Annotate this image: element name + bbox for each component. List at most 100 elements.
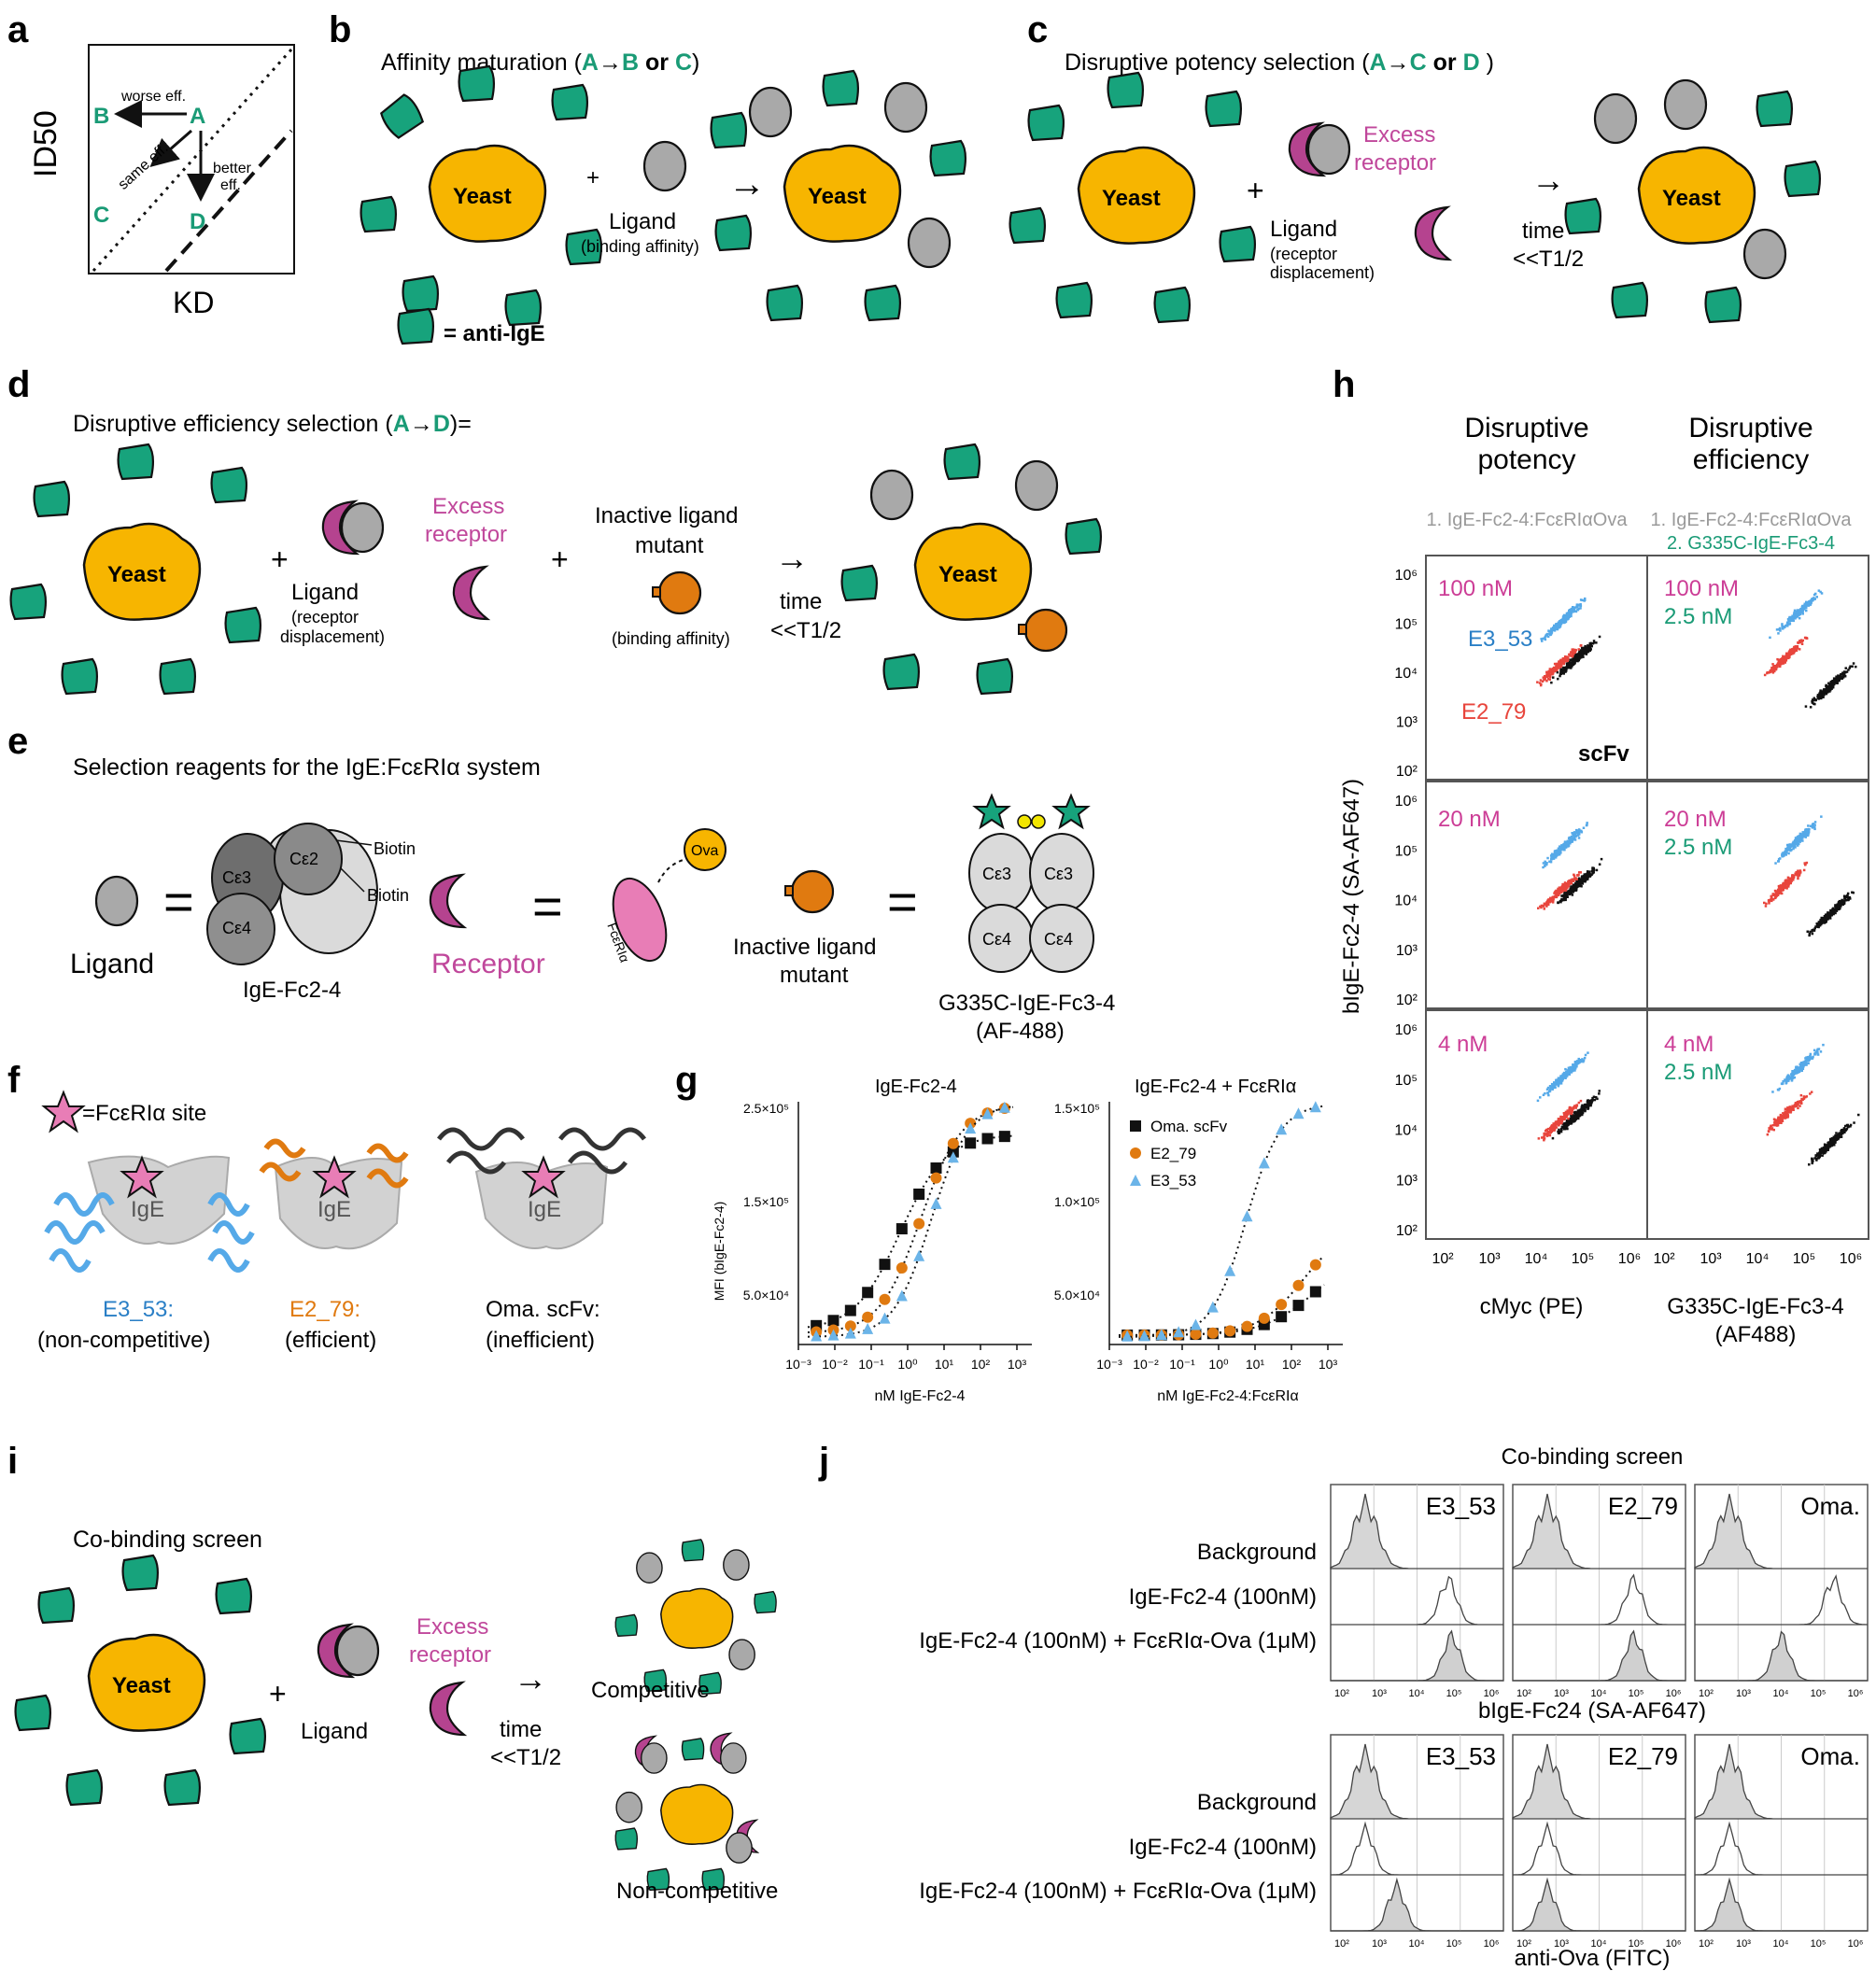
h-dot	[1566, 887, 1569, 890]
j-hist-ige-receptor	[1512, 1877, 1686, 1932]
h-dot	[1572, 890, 1575, 894]
h-dot	[1781, 656, 1784, 660]
h-dot	[1547, 669, 1550, 673]
h-dot	[1571, 1109, 1573, 1112]
h-dot	[1777, 860, 1780, 863]
h-dot	[1584, 1104, 1587, 1107]
h-dot	[1811, 701, 1814, 704]
h-ytick-label: 10⁵	[1395, 617, 1418, 633]
h-ytick-label: 10⁶	[1395, 794, 1418, 810]
h-ytick-label: 10⁶	[1395, 568, 1418, 584]
h-dot	[1782, 662, 1785, 665]
h-dot	[1573, 650, 1576, 653]
h-dot	[1801, 612, 1804, 615]
h-dot	[1555, 853, 1559, 856]
g-left-oma-fit	[807, 1134, 1014, 1329]
h-dot	[1593, 1098, 1597, 1102]
h-dot	[1560, 659, 1563, 662]
h-dot	[1565, 666, 1569, 669]
h-dot	[1828, 1144, 1831, 1147]
h-dot	[1553, 852, 1556, 856]
h-dot	[1817, 921, 1821, 923]
h-dot	[1774, 668, 1777, 671]
h-ytick-label: 10⁴	[1394, 1123, 1418, 1139]
j-xtick-label: 10⁶	[1484, 1938, 1500, 1950]
h-dot	[1840, 905, 1842, 908]
h-dot	[1553, 1081, 1556, 1084]
h-dot	[1544, 902, 1547, 905]
structure-e2-desc: (efficient)	[285, 1328, 376, 1353]
h-ytick-label: 10²	[1396, 764, 1418, 780]
h-dot	[1809, 824, 1813, 827]
h-dot	[1798, 648, 1801, 651]
h-ytick-label: 10³	[1396, 715, 1418, 731]
g335c-label1-e: G335C-IgE-Fc3-4	[938, 991, 1115, 1016]
h-dot	[1807, 834, 1810, 837]
h-dot	[1559, 671, 1563, 674]
h-dot	[1792, 1108, 1795, 1111]
h-dot	[1584, 1108, 1587, 1112]
h-dot	[1577, 1115, 1580, 1119]
h-dot	[1561, 671, 1564, 674]
h-dot	[1784, 1081, 1788, 1084]
h-dot	[1772, 668, 1776, 671]
h-dot	[1564, 618, 1568, 622]
svg-text:Yeast: Yeast	[808, 184, 867, 209]
h-dot	[1557, 677, 1559, 681]
h-dot	[1569, 891, 1573, 894]
svg-text:Cε3: Cε3	[1044, 865, 1073, 883]
h-dot	[1560, 894, 1563, 897]
h-dot	[1791, 617, 1794, 620]
h-dot	[1767, 1130, 1770, 1133]
h-dot	[1820, 920, 1823, 922]
h-label-e3: E3_53	[1468, 626, 1532, 652]
yeast-i-competitive	[614, 1539, 777, 1696]
h-dot	[1565, 1125, 1568, 1129]
h-dot	[1580, 875, 1584, 878]
svg-text:Yeast: Yeast	[1102, 186, 1161, 211]
h-second-r0c1: 2.5 nM	[1664, 604, 1732, 629]
h-dot	[1579, 607, 1582, 610]
h-dot	[1584, 1106, 1587, 1109]
h-dot	[1825, 692, 1828, 695]
panel-letter-a: a	[7, 9, 29, 50]
arrow-b: →	[728, 163, 766, 204]
h-dot	[1834, 908, 1838, 911]
h-dot	[1766, 671, 1769, 675]
h-dot	[1787, 845, 1790, 849]
h-dot	[1548, 1085, 1552, 1088]
ligand-e	[94, 875, 139, 927]
h-dot	[1553, 1124, 1556, 1127]
h-dot	[1552, 676, 1555, 679]
j-xtick-label: 10⁴	[1773, 1688, 1789, 1699]
h-dot	[1851, 665, 1854, 668]
h-dot	[1572, 610, 1574, 613]
h-dot	[1556, 1122, 1559, 1126]
h-dot	[1559, 669, 1562, 671]
h-dot	[1544, 861, 1547, 864]
h-dot	[1781, 854, 1784, 857]
h-dot	[1586, 1100, 1589, 1104]
h-dot	[1575, 1105, 1579, 1107]
h-dot	[1778, 888, 1782, 891]
h-dot	[1808, 1058, 1811, 1061]
h-label-e2: E2_79	[1461, 699, 1526, 725]
h-dot	[1556, 894, 1559, 896]
g-right-oma-point	[1292, 1300, 1305, 1312]
h-xtick-label: 10⁶	[1618, 1251, 1641, 1267]
h-dot	[1767, 899, 1770, 902]
h-dot	[1779, 664, 1782, 667]
h-dot	[1819, 922, 1823, 926]
h-dot	[1771, 1091, 1774, 1093]
h-dot	[1835, 679, 1839, 682]
structure-oma: IgE	[437, 1127, 646, 1250]
h-dot	[1564, 620, 1568, 623]
h-dot	[1821, 920, 1824, 922]
h-dot	[1784, 1079, 1788, 1082]
h-dot	[1808, 932, 1812, 936]
h-dot	[1569, 1069, 1572, 1073]
h-dot	[1574, 834, 1578, 838]
h-dot	[1785, 849, 1788, 852]
h-dot	[1799, 1100, 1803, 1103]
h-dot	[1557, 1084, 1560, 1088]
